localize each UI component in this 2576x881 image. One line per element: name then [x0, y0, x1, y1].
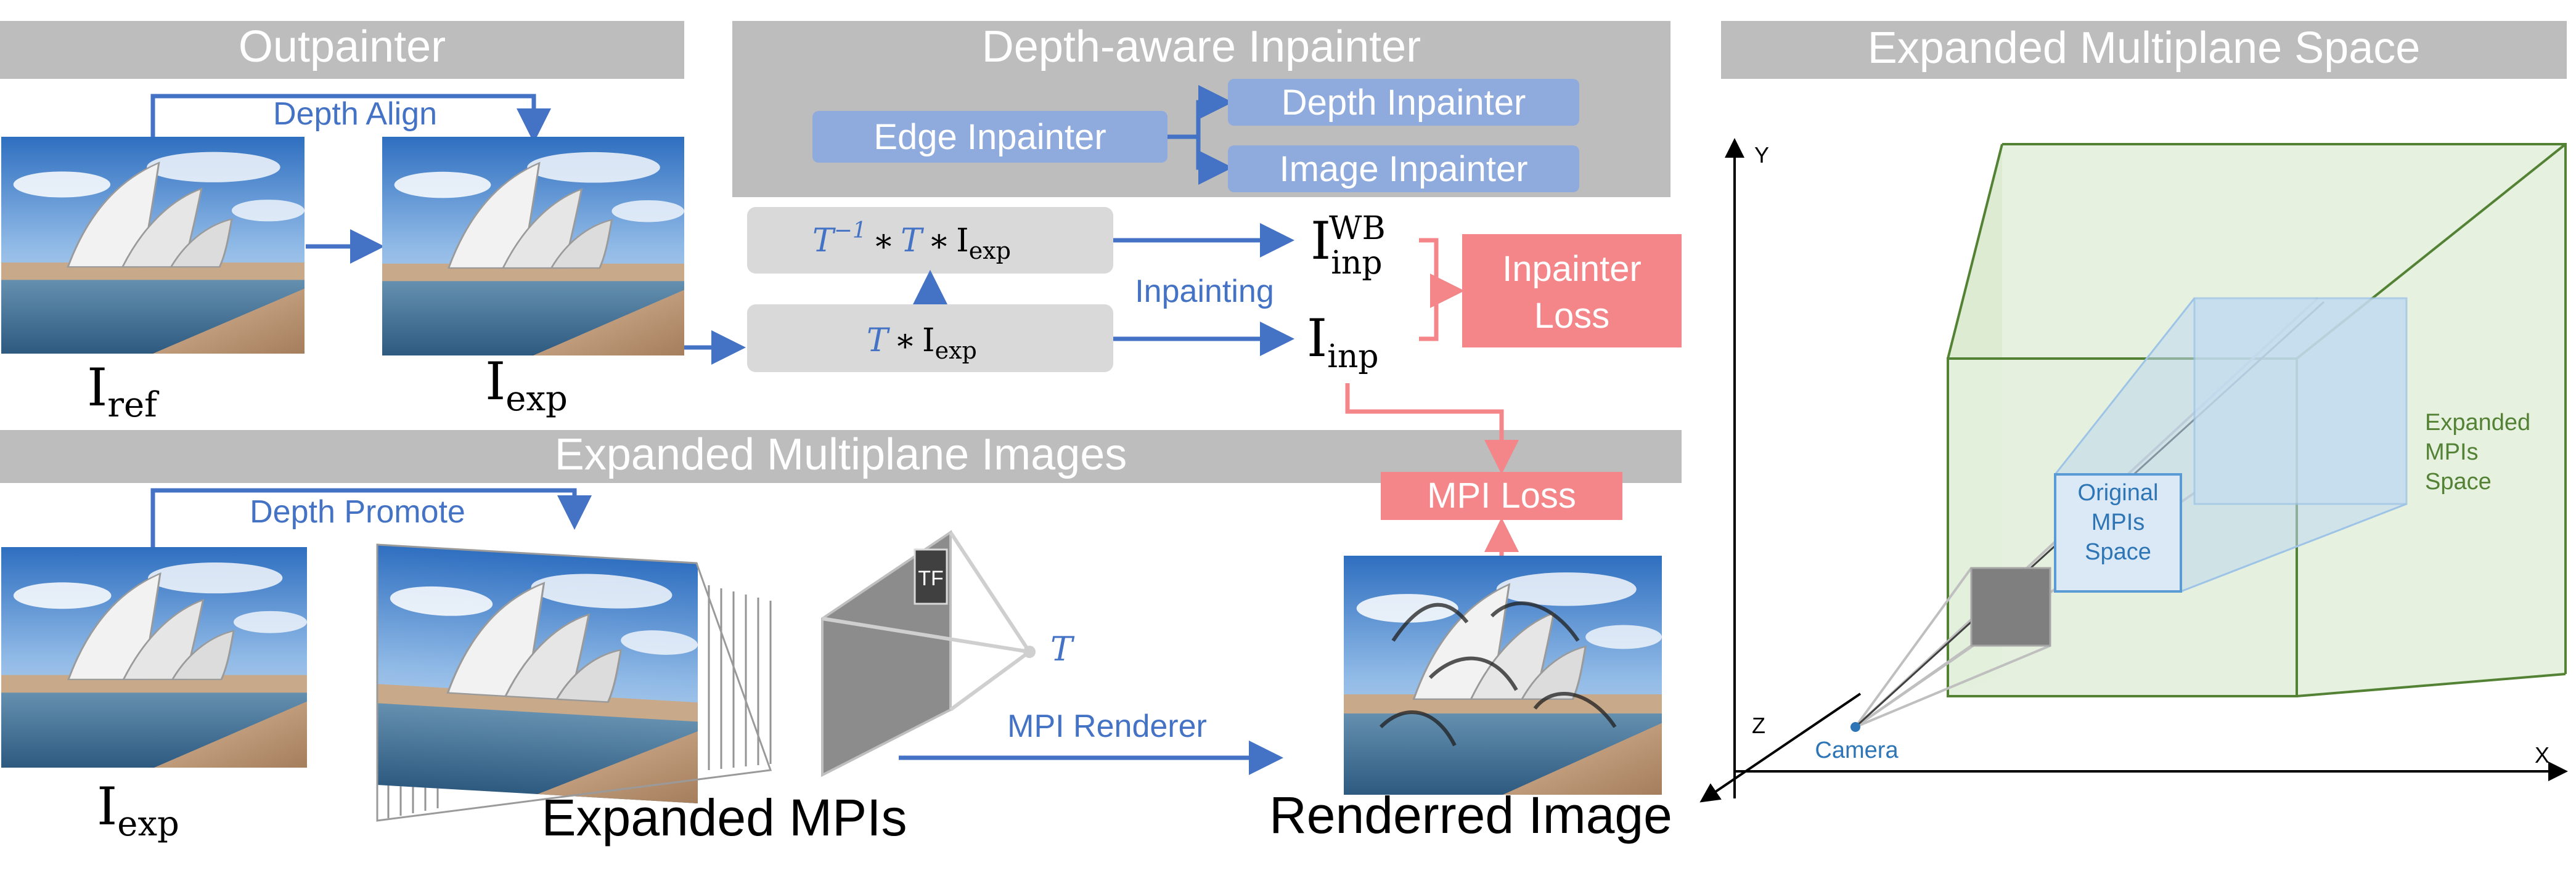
mpi-loss-label: MPI Loss [1427, 476, 1576, 516]
camera-dot [1850, 722, 1860, 732]
transform-formula: T∗Iexp [867, 322, 977, 364]
opera-house-photo [1, 137, 305, 354]
loss-bracket [1419, 238, 1439, 341]
rendered-photo [1344, 556, 1662, 795]
mpi-stack [377, 545, 772, 822]
expanded-multiplane-space-header [1721, 21, 2567, 79]
ref-caption: Iref [87, 357, 160, 425]
depth-inpainter-label: Depth Inpainter [1282, 83, 1526, 123]
outpainter-header [0, 21, 684, 79]
original-mpi-line2: MPIs [2091, 510, 2145, 535]
near-plane [1970, 567, 2051, 647]
mpi-renderer-label: MPI Renderer [1007, 708, 1207, 744]
depth-promote-arrow [150, 488, 592, 547]
inpainter-loss-line2: Loss [1534, 296, 1610, 336]
edge-to-depth-arrow [1167, 85, 1233, 139]
exp-caption-2: Iexp [97, 776, 179, 844]
expanded-mpi-line2: MPIs [2425, 439, 2479, 465]
axis-z-label: Z [1752, 713, 1765, 738]
inverse-transform-formula: T−1∗T∗Iexp [812, 218, 1011, 264]
depth-aware-inpainter-title: Depth-aware Inpainter [982, 22, 1421, 71]
transform-box [747, 304, 1113, 372]
axes [1699, 138, 2568, 803]
expanded-mpi-line1: Expanded [2425, 410, 2530, 436]
z-axis [1699, 692, 1862, 803]
edge-inpainter-label: Edge Inpainter [873, 117, 1106, 157]
inp-wb-output: Iinp [1310, 211, 1383, 282]
edge-to-image-arrow [1196, 137, 1233, 185]
depth-align-arrow [150, 94, 551, 143]
inpainter-loss-line1: Inpainter [1502, 249, 1642, 289]
edge-inpainter-button [812, 111, 1167, 163]
axis-y-label: Y [1754, 142, 1769, 168]
original-mpi-line3: Space [2085, 539, 2151, 565]
inp-to-mpi-loss-arrow [1345, 383, 1519, 474]
inpainting-label: Inpainting [1135, 274, 1274, 309]
expanded-multiplane-space-title: Expanded Multiplane Space [1868, 23, 2421, 73]
image-inpainter-button [1228, 145, 1579, 192]
opera-house-warped-photo [382, 137, 684, 355]
expanded-mpi-line3: Space [2425, 469, 2492, 495]
depth-promote-label: Depth Promote [250, 494, 465, 530]
exp-caption: Iexp [485, 351, 568, 419]
inverse-transform-box [747, 207, 1113, 274]
depth-align-label: Depth Align [273, 96, 437, 132]
inp-wb-superscript: WB [1329, 210, 1386, 247]
original-mpi-space-box [2054, 297, 2408, 593]
original-mpi-line1: Original [2078, 480, 2159, 506]
expanded-mpis-caption: Expanded MPIs [541, 789, 907, 846]
camera-t-label: T [1050, 630, 1075, 668]
tf-label: TF [918, 567, 944, 590]
outpainter-title: Outpainter [239, 22, 446, 71]
expanded-multiplane-images-title: Expanded Multiplane Images [555, 430, 1127, 479]
axis-x-label: X [2535, 742, 2549, 768]
inp-output: Iinp [1307, 308, 1379, 375]
opera-house-photo-2 [1, 547, 307, 768]
rendered-image-caption: Renderred Image [1269, 786, 1672, 844]
depth-inpainter-button [1228, 79, 1579, 126]
camera-frustum: TF [821, 530, 1036, 777]
image-inpainter-label: Image Inpainter [1279, 149, 1527, 189]
camera-label: Camera [1815, 737, 1899, 763]
mpi-loss-box [1381, 472, 1622, 520]
inpainter-loss-box [1462, 234, 1682, 347]
